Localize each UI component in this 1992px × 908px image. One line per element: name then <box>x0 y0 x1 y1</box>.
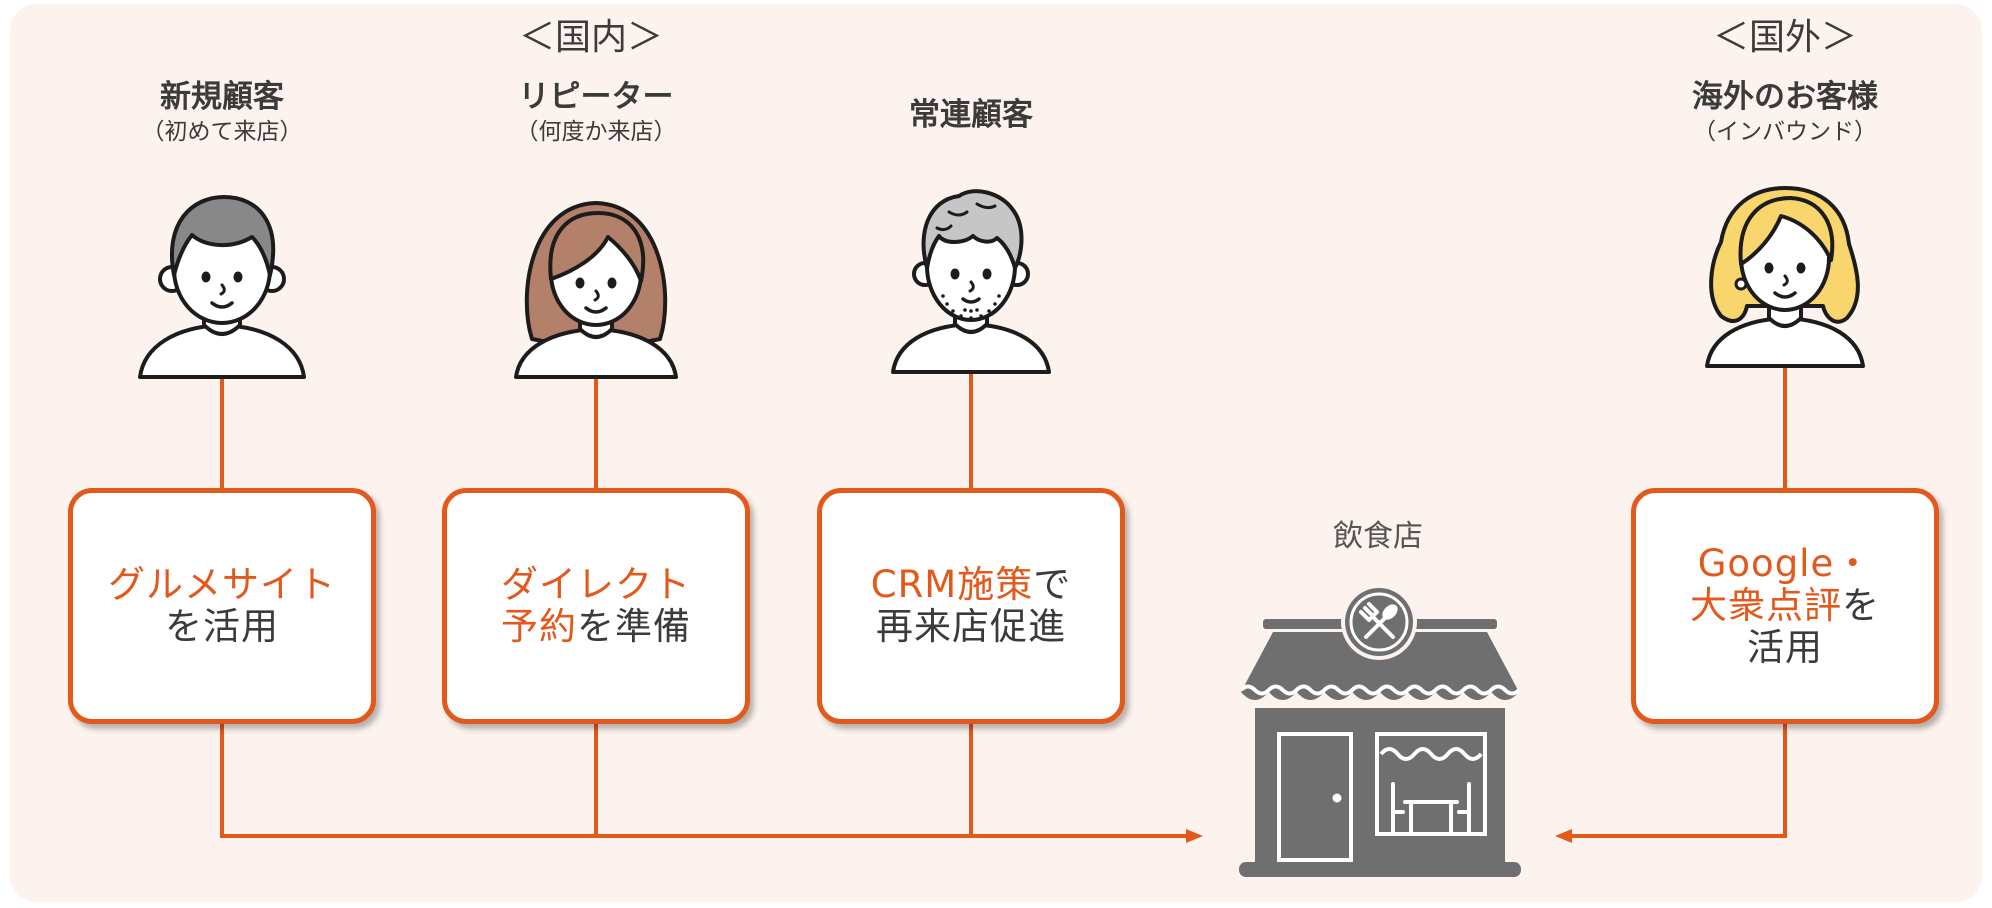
customer-title-overseas: 海外のお客様 <box>1692 79 1878 115</box>
strategy-text: ダイレクト <box>501 563 691 606</box>
strategy-text: 活用 <box>1747 626 1823 669</box>
strategy-line: 予約を準備 <box>501 606 691 648</box>
strategy-text: を <box>1842 584 1880 627</box>
person-icon <box>1705 186 1865 368</box>
person-icon <box>138 195 306 379</box>
restaurant-label: 飲食店 <box>1333 519 1423 554</box>
strategy-text: Google・ <box>1697 542 1873 585</box>
arrow-head-overseas <box>1555 829 1572 843</box>
strategy-text: CRM施策 <box>870 563 1034 606</box>
strategy-text: を準備 <box>577 605 691 648</box>
customer-title-new: 新規顧客 <box>160 79 284 115</box>
storefront-icon <box>1239 584 1521 879</box>
person-icon <box>891 189 1051 374</box>
customer-subtitle-repeater: （何度か来店） <box>515 119 677 145</box>
diagram-background <box>10 4 1982 902</box>
strategy-text: 再来店促進 <box>876 605 1066 648</box>
strategy-text: を活用 <box>165 605 279 648</box>
region-header-domestic: ＜国内＞ <box>518 17 664 58</box>
strategy-line: グルメサイト <box>108 564 336 606</box>
customer-title-repeater: リピーター <box>518 79 674 115</box>
fork-and-spoon-icon <box>1359 602 1395 639</box>
strategy-line: ダイレクト <box>501 564 691 606</box>
strategy-text: で <box>1033 563 1072 606</box>
avatar-regular-customer <box>883 170 1059 374</box>
strategy-line: 大衆点評を <box>1690 585 1880 627</box>
customer-subtitle-new: （初めて来店） <box>141 119 303 145</box>
earring-icon <box>1734 277 1748 291</box>
strategy-text: 大衆点評 <box>1690 584 1842 627</box>
strategy-box-regular-customer: CRM施策で 再来店促進 <box>817 488 1125 724</box>
strategy-line: 再来店促進 <box>876 606 1066 648</box>
avatar-overseas-guest <box>1697 164 1873 368</box>
customer-title-regular: 常連顧客 <box>909 97 1033 133</box>
strategy-line: CRM施策で <box>871 564 1071 606</box>
window-icon <box>1375 732 1487 836</box>
person-icon <box>514 201 678 379</box>
strategy-line: Google・ <box>1698 543 1872 585</box>
avatar-repeater <box>508 175 684 379</box>
strategy-line: を活用 <box>165 606 279 648</box>
strategy-box-new-customer: グルメサイト を活用 <box>68 488 376 724</box>
strategy-text: 予約 <box>501 605 577 648</box>
door-icon <box>1277 732 1353 862</box>
strategy-box-overseas-guest: Google・ 大衆点評を 活用 <box>1631 488 1939 724</box>
strategy-box-repeater: ダイレクト 予約を準備 <box>442 488 750 724</box>
avatar-new-customer <box>134 175 310 379</box>
arrow-head-domestic <box>1186 829 1203 843</box>
strategy-line: 活用 <box>1747 627 1823 669</box>
strategy-text: グルメサイト <box>108 563 336 606</box>
region-header-overseas: ＜国外＞ <box>1712 17 1858 58</box>
customer-subtitle-overseas: （インバウンド） <box>1693 119 1877 145</box>
